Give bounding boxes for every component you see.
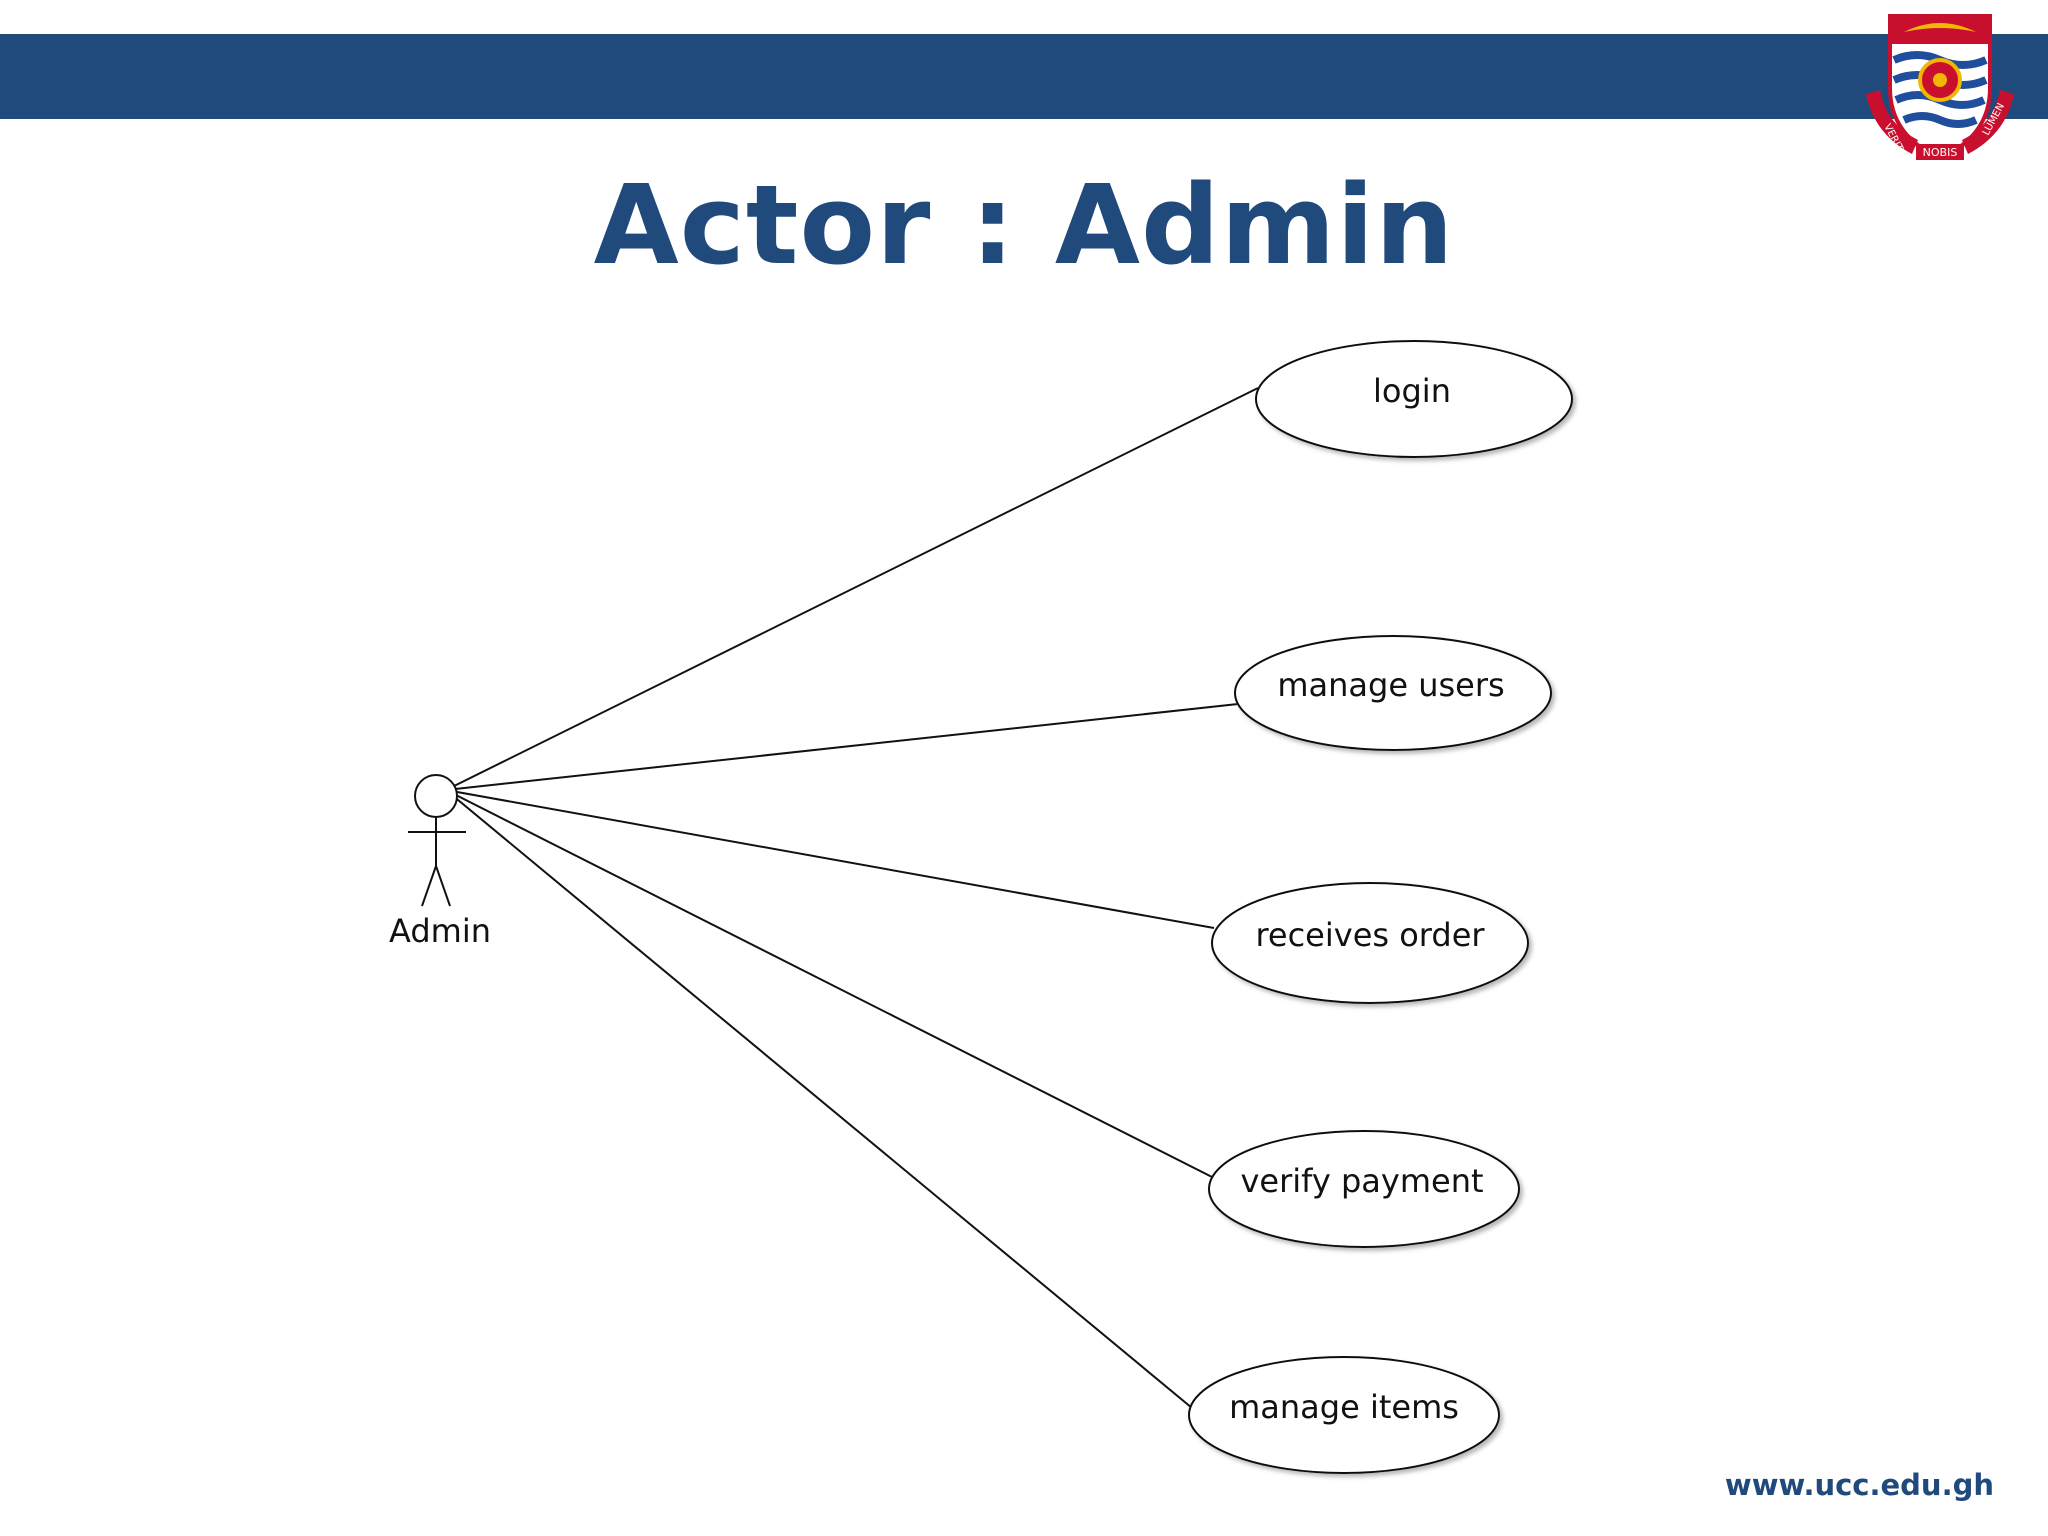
stick-figure-icon — [408, 774, 466, 907]
actor-label: Admin — [389, 912, 491, 950]
association-line-verify-payment — [445, 789, 1215, 1179]
crest-motto-center: NOBIS — [1923, 146, 1958, 159]
use-case-manage-users: manage users — [1234, 635, 1552, 751]
association-line-manage-users — [445, 703, 1239, 791]
use-case-receives-order: receives order — [1211, 882, 1529, 1004]
use-case-login: login — [1255, 340, 1573, 458]
association-line-manage-items — [445, 789, 1193, 1409]
use-case-verify-payment: verify payment — [1208, 1130, 1520, 1248]
use-case-label: verify payment — [1240, 1162, 1483, 1200]
use-case-manage-items: manage items — [1188, 1356, 1500, 1474]
footer-url[interactable]: www.ucc.edu.gh — [1724, 1468, 1994, 1502]
association-line-login — [445, 387, 1259, 791]
use-case-label: manage items — [1229, 1388, 1459, 1426]
use-case-label: receives order — [1255, 916, 1485, 954]
association-line-receives-order — [445, 789, 1215, 929]
university-crest-icon: NOBIS VERITAS LUMEN — [1866, 14, 2014, 164]
header-band — [0, 34, 2048, 119]
use-case-label: login — [1373, 372, 1451, 410]
use-case-label: manage users — [1277, 666, 1504, 704]
slide-title: Actor : Admin — [593, 161, 1455, 289]
